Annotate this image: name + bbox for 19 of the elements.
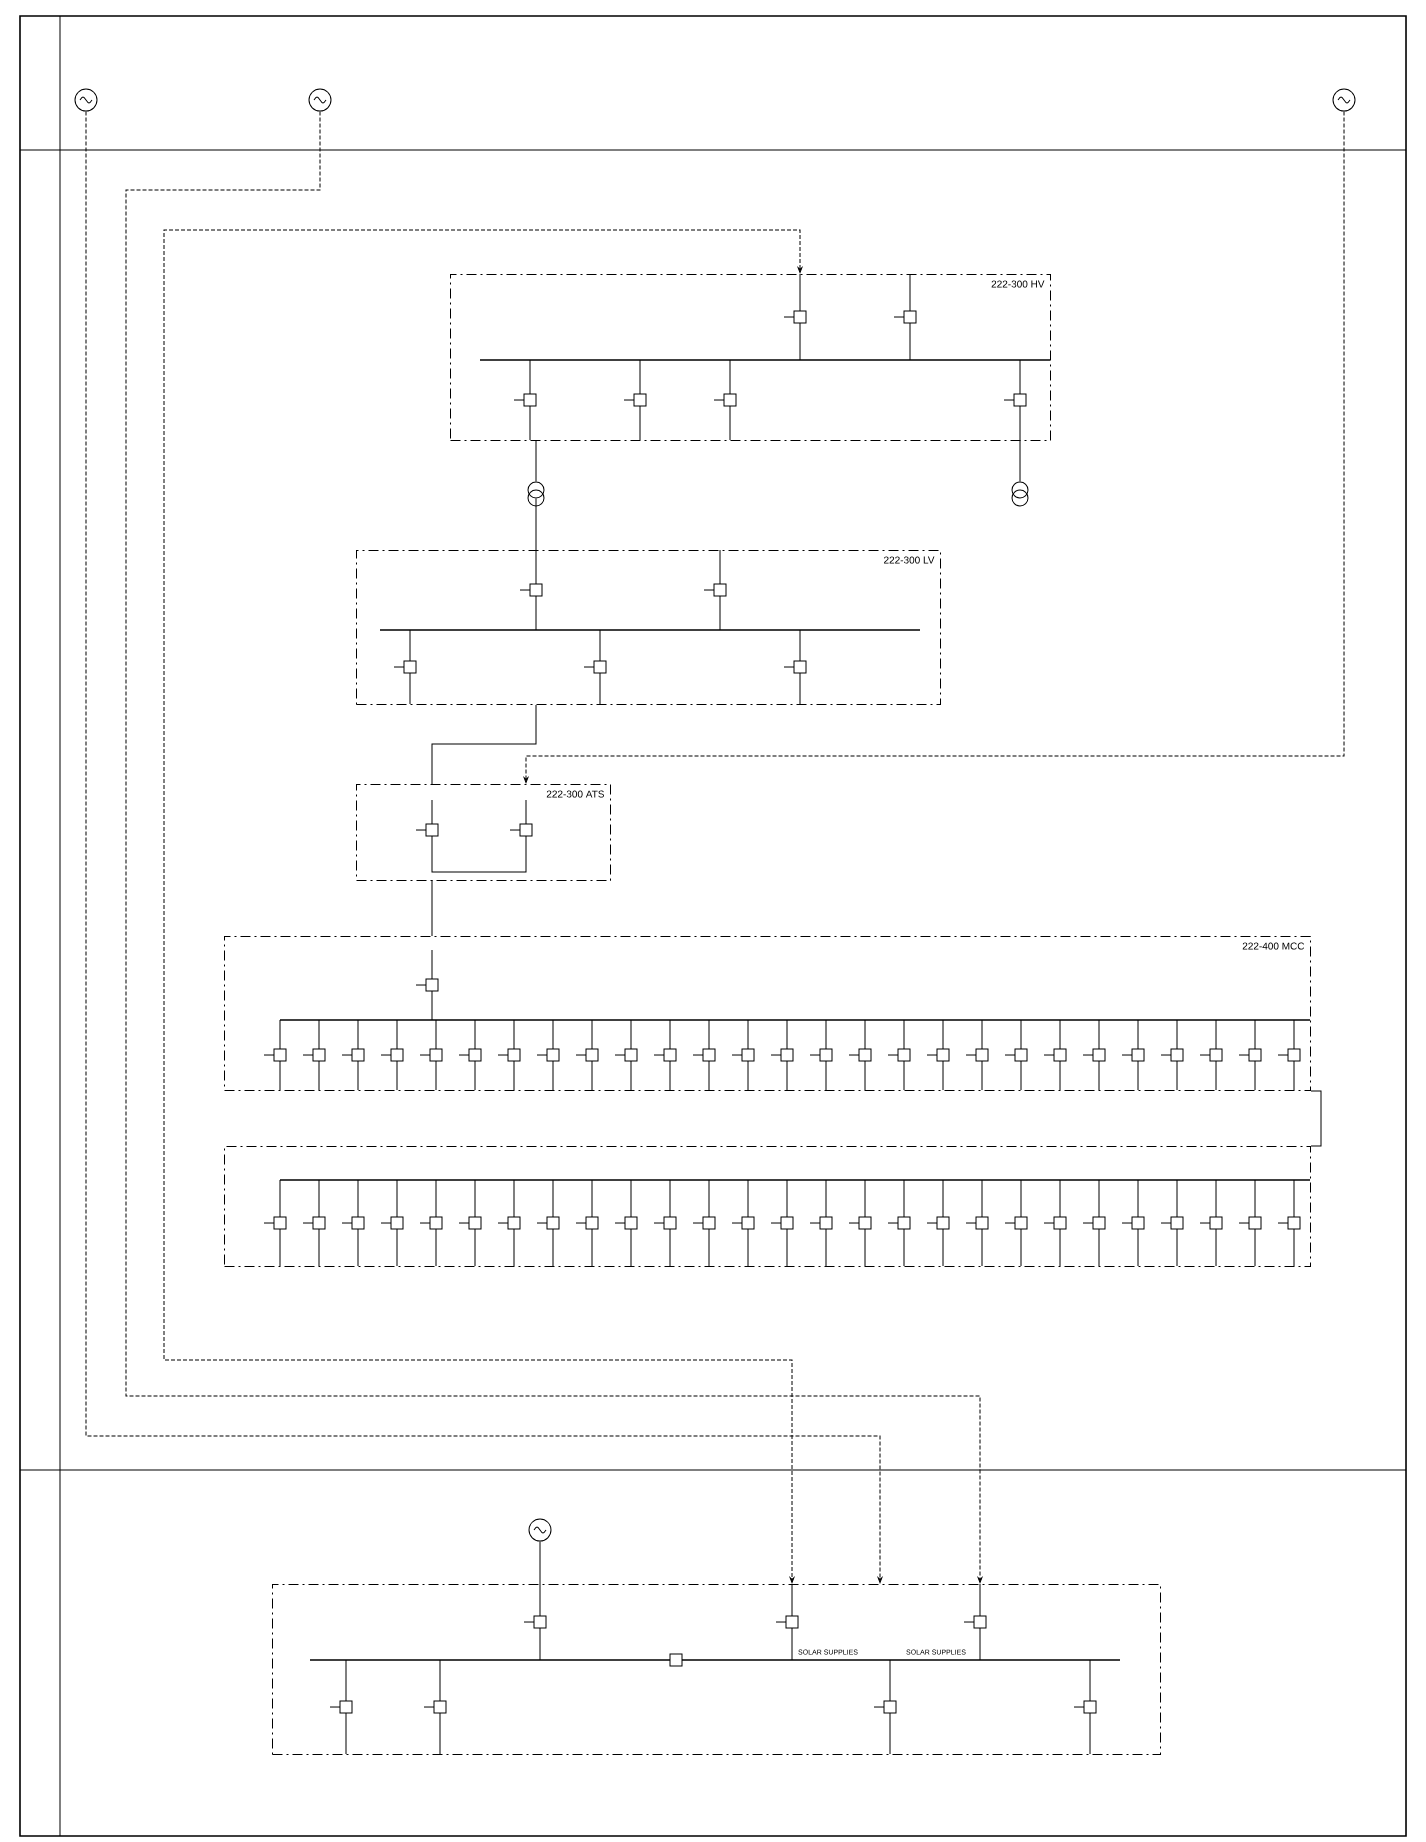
generator-symbol — [1332, 88, 1356, 112]
transformer-symbol — [1011, 481, 1029, 507]
cable-line — [535, 498, 537, 551]
switchboard-box — [224, 1146, 1311, 1267]
switchboard-box — [272, 1584, 1161, 1755]
cable-line — [1019, 439, 1021, 482]
cable-line — [539, 1541, 541, 1585]
cable-line — [125, 111, 983, 1584]
cable-line — [163, 229, 803, 1584]
generator-symbol — [528, 1518, 552, 1542]
transformer-symbol — [527, 481, 545, 507]
generator-symbol — [74, 88, 98, 112]
generator-symbol — [308, 88, 332, 112]
cable-line — [431, 879, 433, 937]
cable-line — [1310, 1090, 1322, 1147]
cable-line — [85, 111, 883, 1584]
cable-line — [523, 111, 1345, 784]
cable-line — [431, 704, 537, 785]
cable-line — [535, 439, 537, 482]
